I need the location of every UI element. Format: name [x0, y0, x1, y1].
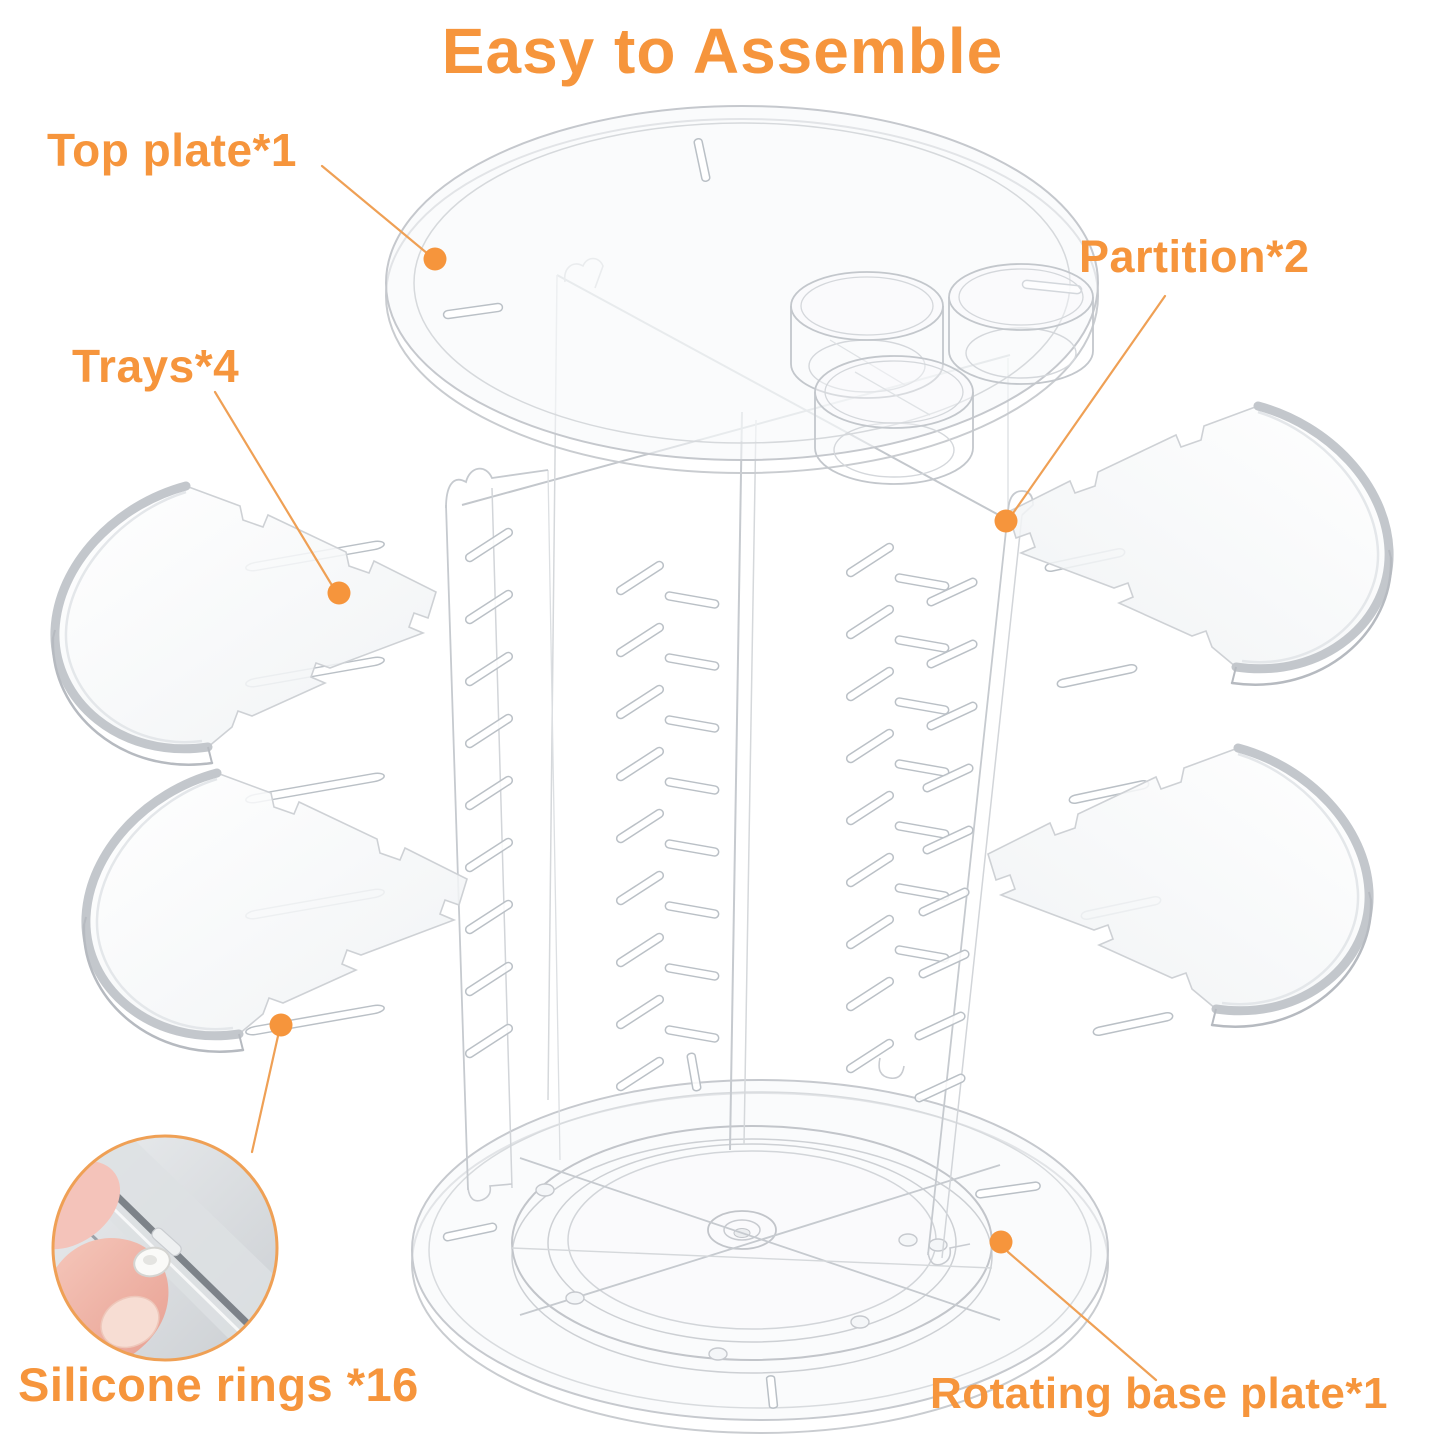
page-title: Easy to Assemble: [441, 15, 1004, 87]
partition-dot: [994, 509, 1018, 533]
annotation-leaders: [213, 164, 1167, 1382]
silicone-leader-line: [250, 1034, 280, 1154]
label-trays: Trays*4: [72, 340, 240, 392]
silicone-ring-inset-photo: [51, 1134, 279, 1362]
tray-upper-right: [1008, 406, 1391, 685]
trays-dot: [327, 581, 351, 605]
trays-leader-line: [213, 390, 335, 589]
inset-bubble-border: [51, 1134, 279, 1362]
label-partition: Partition*2: [1079, 231, 1310, 282]
cup-holders: [790, 263, 1094, 485]
base-dot: [989, 1230, 1013, 1254]
fingernail: [100, 1295, 160, 1349]
tray-lower-right: [988, 748, 1371, 1027]
silicone-dot: [269, 1013, 293, 1037]
label-rotating-base-plate: Rotating base plate*1: [930, 1369, 1388, 1418]
base-plate-illustration: [411, 1051, 1109, 1434]
tray-lower-left: [84, 773, 467, 1052]
partition-top-notch-left: [445, 467, 549, 509]
annotation-dots: [269, 247, 1018, 1254]
top-plate-leader-line: [320, 164, 430, 256]
tray-upper-left: [53, 486, 436, 765]
label-top-plate: Top plate*1: [47, 124, 298, 176]
partition-leader-line: [1009, 294, 1167, 518]
trays-illustration: [53, 406, 1391, 1052]
top-plate-illustration: [385, 105, 1099, 485]
top-plate-dot: [423, 247, 447, 271]
base-leader-line: [1006, 1250, 1158, 1382]
label-silicone-rings: Silicone rings *16: [18, 1358, 419, 1411]
finger-back: [53, 1160, 121, 1250]
